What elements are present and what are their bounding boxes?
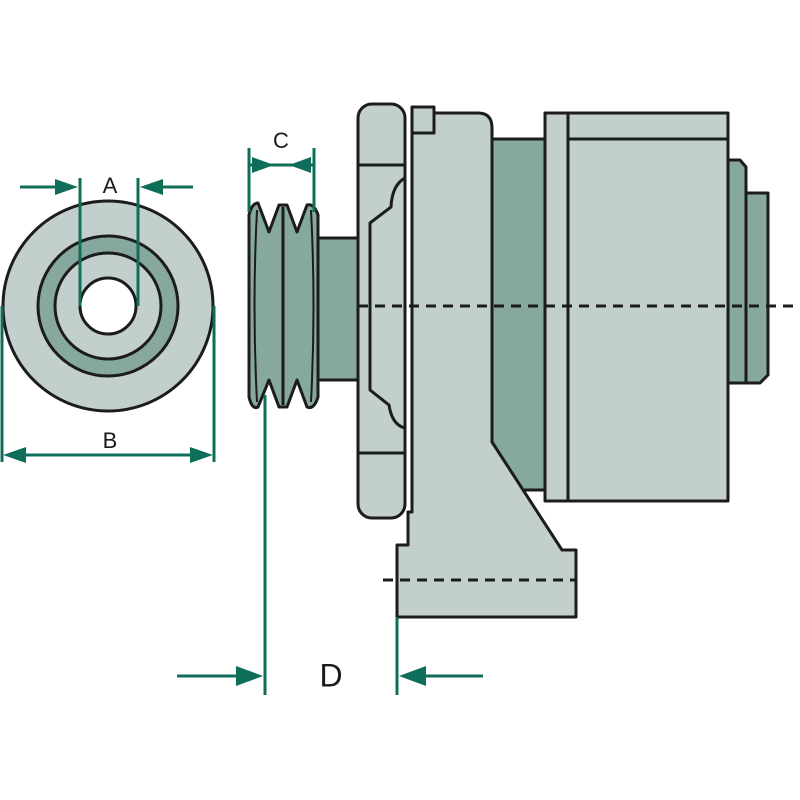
label-b: B — [102, 428, 118, 453]
stator-band — [488, 137, 548, 492]
label-d: D — [319, 657, 343, 694]
front-flange — [356, 102, 407, 520]
bracket-tab — [410, 105, 436, 135]
dimension-a — [20, 178, 193, 306]
label-a: A — [102, 173, 118, 198]
rear-cap — [726, 158, 770, 385]
dimension-c — [247, 148, 316, 212]
pulley-side-view — [247, 201, 320, 409]
pulley-front-view — [1, 199, 215, 413]
mounting-bracket — [395, 111, 578, 619]
dimension-d — [177, 395, 483, 695]
label-c: C — [273, 128, 289, 153]
shaft-hub — [316, 236, 362, 382]
dimension-lines — [0, 148, 483, 695]
dimension-b — [0, 306, 216, 463]
